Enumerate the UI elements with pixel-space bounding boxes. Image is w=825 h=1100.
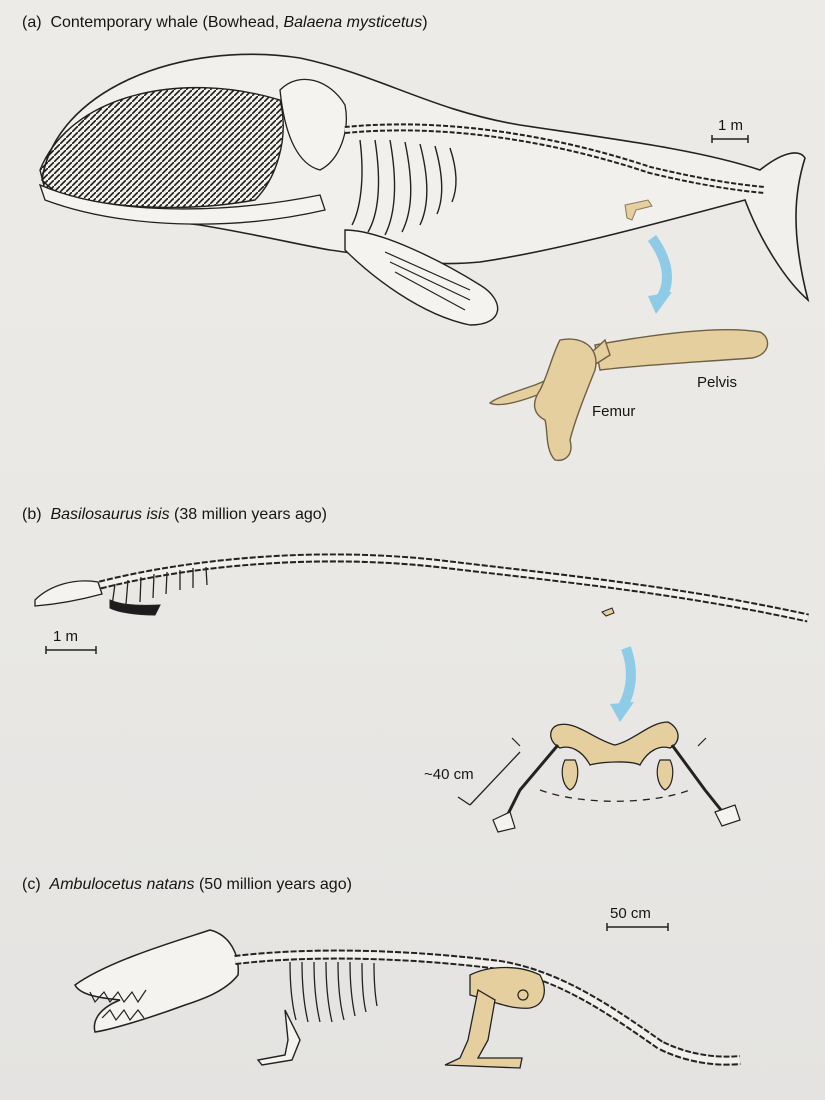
femur-label: Femur <box>592 403 635 420</box>
basilosaurus-illustration: 1 m <box>34 553 809 654</box>
hindlimb-inset: ~40 cm <box>424 721 741 833</box>
caption-panel-c: (c) Ambulocetus natans (50 million years… <box>22 876 352 893</box>
callout-arrow-a <box>647 235 672 303</box>
callout-arrow-b <box>617 646 636 711</box>
pelvis-label: Pelvis <box>697 374 737 391</box>
scale-bar-label-a: 1 m <box>718 117 743 134</box>
ambulocetus-illustration: 50 cm <box>74 905 741 1069</box>
hindlimb-length-label: ~40 cm <box>424 766 474 783</box>
caption-panel-b: (b) Basilosaurus isis (38 million years … <box>22 506 328 523</box>
scale-bar-label-b: 1 m <box>53 628 78 645</box>
scale-bar-label-c: 50 cm <box>610 905 651 922</box>
bowhead-whale-illustration: 1 m <box>38 53 810 326</box>
caption-panel-a: (a) Contemporary whale (Bowhead, Balaena… <box>22 14 428 31</box>
pelvis-femur-inset: Pelvis Femur <box>488 328 769 462</box>
